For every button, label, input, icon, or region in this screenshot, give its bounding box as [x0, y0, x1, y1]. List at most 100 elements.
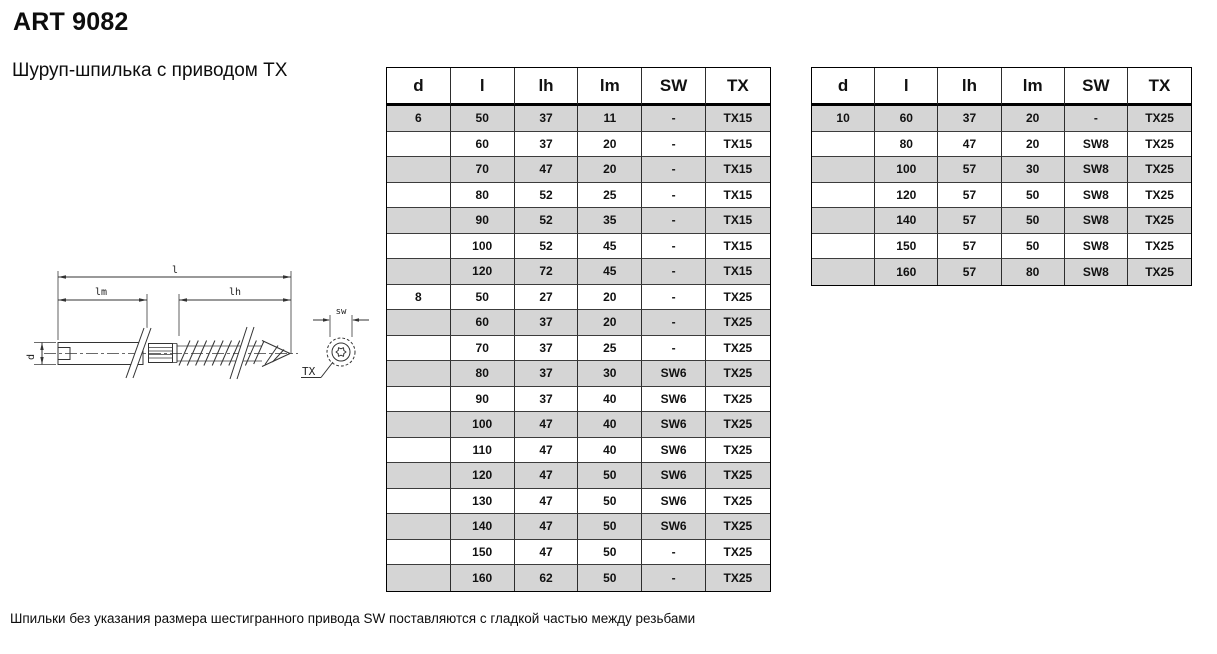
- table-cell: TX25: [705, 285, 770, 310]
- table-cell: 50: [578, 463, 643, 489]
- table-cell: [387, 233, 451, 259]
- screw-tip: [261, 340, 291, 367]
- table-cell: [812, 259, 876, 285]
- table-cell: 100: [875, 157, 939, 183]
- table-cell: TX25: [705, 463, 770, 489]
- tx-callout: TX: [301, 361, 334, 378]
- dimension-sw: sw: [313, 307, 369, 337]
- table-cell: 6: [387, 106, 451, 132]
- table-cell: 90: [450, 386, 515, 412]
- table-cell: 50: [578, 565, 643, 591]
- table-cell: 60: [875, 106, 939, 132]
- table-cell: 140: [875, 208, 939, 234]
- table-cell: 80: [450, 182, 515, 208]
- label-l: l: [172, 265, 178, 276]
- table-cell: 47: [514, 463, 579, 489]
- table-cell: SW8: [1064, 131, 1128, 157]
- table-cell: SW6: [642, 514, 706, 540]
- column-header-d: d: [812, 68, 876, 106]
- table-cell: 50: [578, 488, 643, 514]
- table-cell: -: [642, 284, 706, 310]
- table-cell: SW6: [642, 437, 706, 463]
- table-cell: 27: [514, 284, 579, 310]
- table-cell: TX25: [705, 336, 770, 361]
- table-cell: 50: [450, 284, 515, 310]
- table-cell: TX25: [705, 387, 770, 412]
- table-cell: [387, 514, 451, 540]
- table-cell: 160: [875, 259, 939, 285]
- column-header-lh: lh: [514, 68, 579, 106]
- table-cell: TX25: [1127, 106, 1192, 132]
- table-cell: 10: [812, 106, 876, 132]
- table-cell: 57: [938, 233, 1002, 259]
- column-header-lm: lm: [1001, 68, 1065, 106]
- table-cell: 8: [387, 284, 451, 310]
- table-cell: SW6: [642, 488, 706, 514]
- table-cell: -: [642, 539, 706, 565]
- table-cell: 150: [875, 233, 939, 259]
- table-cell: TX25: [705, 412, 770, 438]
- table-cell: TX25: [705, 540, 770, 565]
- table-cell: 60: [450, 310, 515, 336]
- label-lh: lh: [229, 287, 241, 298]
- table-cell: 130: [450, 488, 515, 514]
- table-cell: -: [642, 310, 706, 336]
- table-cell: 50: [1001, 208, 1065, 234]
- column-header-sw: SW: [642, 68, 706, 106]
- table-cell: TX25: [705, 489, 770, 514]
- table-cell: 40: [578, 437, 643, 463]
- table-cell: 37: [514, 131, 579, 157]
- table-cell: 100: [450, 412, 515, 438]
- table-cell: 35: [578, 208, 643, 234]
- table-cell: 52: [514, 208, 579, 234]
- table-cell: 37: [514, 106, 579, 132]
- table-cell: SW6: [642, 386, 706, 412]
- table-cell: 25: [578, 335, 643, 361]
- table-cell: TX25: [1127, 157, 1192, 183]
- table-cell: 25: [578, 182, 643, 208]
- table-cell: 37: [938, 106, 1002, 132]
- table-cell: 80: [875, 131, 939, 157]
- label-tx: TX: [302, 365, 316, 378]
- table-cell: 50: [578, 539, 643, 565]
- table-cell: [387, 437, 451, 463]
- table-cell: 57: [938, 259, 1002, 285]
- table-cell: [812, 131, 876, 157]
- table-cell: 90: [450, 208, 515, 234]
- table-cell: SW6: [642, 361, 706, 387]
- table-cell: 47: [514, 539, 579, 565]
- table-cell: [387, 361, 451, 387]
- label-d: d: [26, 354, 37, 360]
- table-cell: 50: [1001, 233, 1065, 259]
- table-cell: 50: [578, 514, 643, 540]
- table-cell: TX25: [1127, 183, 1192, 208]
- table-cell: 160: [450, 565, 515, 591]
- table-cell: [387, 463, 451, 489]
- break-line: [132, 327, 152, 379]
- label-lm: lm: [95, 287, 107, 298]
- column-header-l: l: [875, 68, 939, 106]
- product-subtitle: Шуруп-шпилька с приводом TX: [12, 60, 288, 81]
- table-cell: [387, 310, 451, 336]
- column-header-lh: lh: [938, 68, 1002, 106]
- table-cell: 110: [450, 437, 515, 463]
- dimension-lh: lh: [178, 287, 291, 336]
- column-header-tx: TX: [1127, 68, 1192, 106]
- label-sw: sw: [336, 307, 347, 317]
- table-cell: -: [642, 106, 706, 132]
- screw-end-view: sw TX: [301, 307, 369, 378]
- table-cell: 47: [514, 514, 579, 540]
- table-cell: 11: [578, 106, 643, 132]
- table-cell: TX25: [705, 438, 770, 463]
- table-cell: 57: [938, 208, 1002, 234]
- table-cell: 70: [450, 157, 515, 183]
- table-cell: 30: [1001, 157, 1065, 183]
- wood-thread-section: [177, 340, 265, 366]
- table-cell: -: [642, 182, 706, 208]
- table-cell: TX25: [1127, 259, 1192, 285]
- table-cell: 20: [1001, 131, 1065, 157]
- table-cell: [812, 233, 876, 259]
- table-cell: 20: [578, 131, 643, 157]
- table-cell: SW8: [1064, 233, 1128, 259]
- table-cell: 45: [578, 233, 643, 259]
